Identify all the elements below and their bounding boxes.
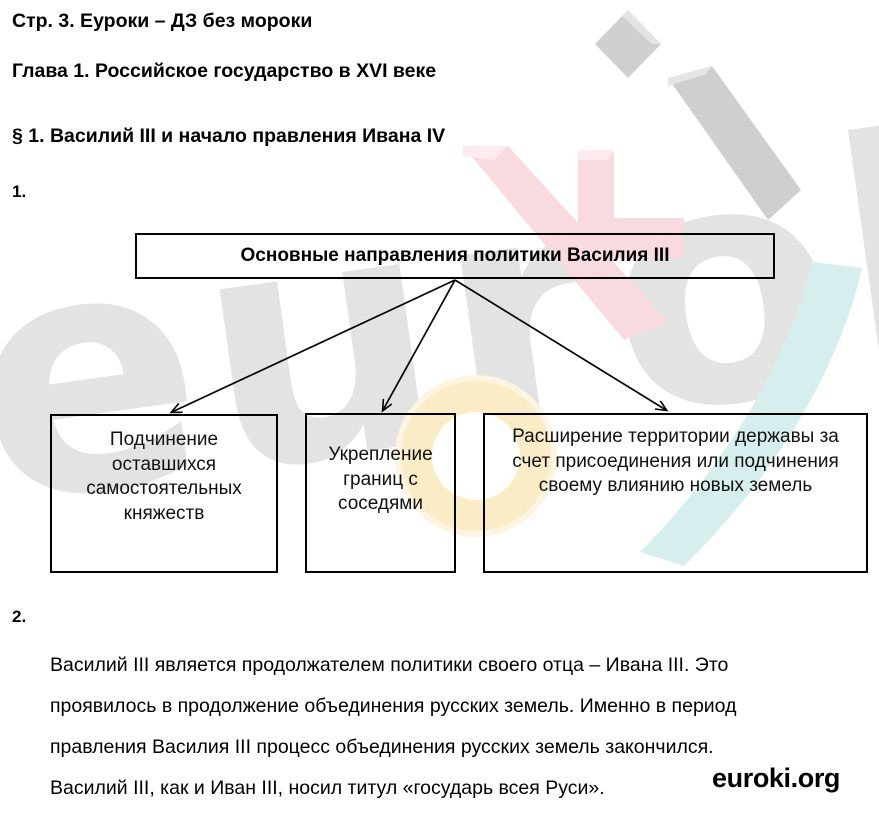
question-1-number: 1.	[12, 182, 27, 201]
answer-line-4: Василий III, как и Иван III, носил титул…	[50, 777, 605, 799]
arrow-to-child-3	[454, 279, 666, 410]
diagram-child-label-3: Расширение территории державы за счет пр…	[512, 426, 839, 497]
answer-line-3: правления Василия III процесс объединени…	[50, 736, 714, 758]
logo-diamond-icon	[595, 10, 661, 78]
logo-bar-icon	[668, 66, 801, 220]
answer-line-2: проявилось в продолжение объединения рус…	[50, 695, 737, 717]
diagram-child-label-1: Подчинение оставшихся самостоятельных кн…	[86, 429, 242, 525]
page-title: Стр. 3. Еуроки – ДЗ без мороки	[12, 10, 313, 32]
diagram-child-label-2: Укрепление границ с соседями	[328, 444, 433, 515]
diagram-root-label: Основные направления политики Василия II…	[240, 245, 670, 266]
chapter-title: Глава 1. Российское государство в XVI ве…	[12, 60, 437, 82]
arrow-to-child-1	[172, 279, 456, 412]
arrow-to-child-2	[383, 279, 456, 410]
diagram-child-node-2: Укрепление границ с соседями	[305, 413, 456, 573]
question-2-number: 2.	[12, 607, 27, 626]
diagram-child-node-1: Подчинение оставшихся самостоятельных кн…	[50, 414, 278, 573]
answer-line-1: Василий III является продолжателем полит…	[50, 654, 729, 676]
section-title: § 1. Василий III и начало правления Иван…	[12, 125, 446, 147]
brand-logo-text: euroki.org	[712, 763, 841, 793]
diagram-child-node-3: Расширение территории державы за счет пр…	[483, 413, 868, 573]
diagram-root-node: Основные направления политики Василия II…	[135, 233, 775, 279]
